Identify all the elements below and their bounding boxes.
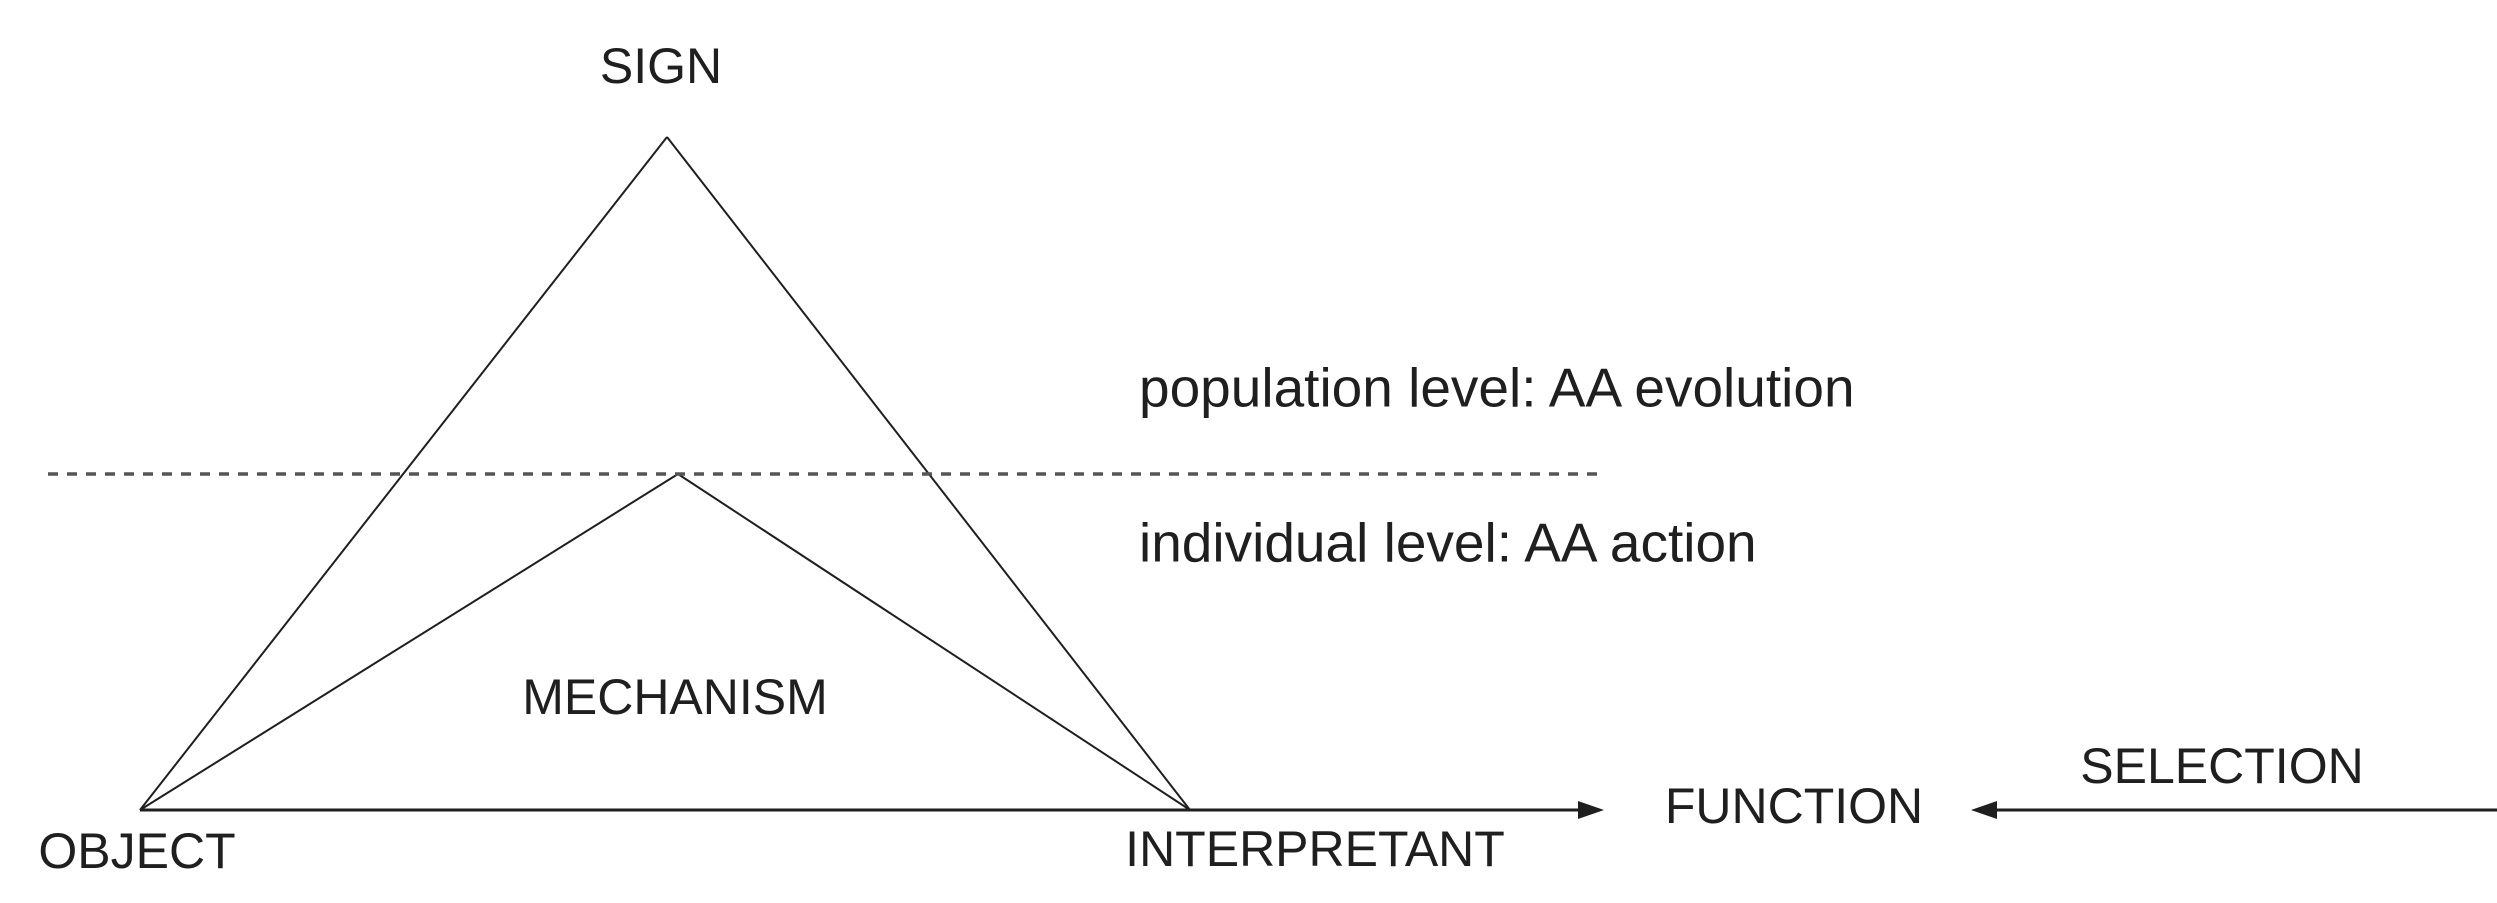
node-label-function: FUNCTION [1664,778,1924,834]
annotation-population-level: population level: AA evolution [1139,356,1855,419]
edge-mechanism-object [139,473,679,811]
node-label-selection: SELECTION [2080,738,2364,794]
node-label-sign: SIGN [599,38,723,94]
node-label-mechanism: MECHANISM [522,669,828,725]
edge-sign-object [139,136,668,811]
node-label-interpretant: INTERPRETANT [1125,821,1505,877]
annotation-individual-level: individual level: AA action [1139,511,1757,574]
edge-mechanism-interpretant [677,473,1191,811]
node-label-object: OBJECT [38,823,236,879]
